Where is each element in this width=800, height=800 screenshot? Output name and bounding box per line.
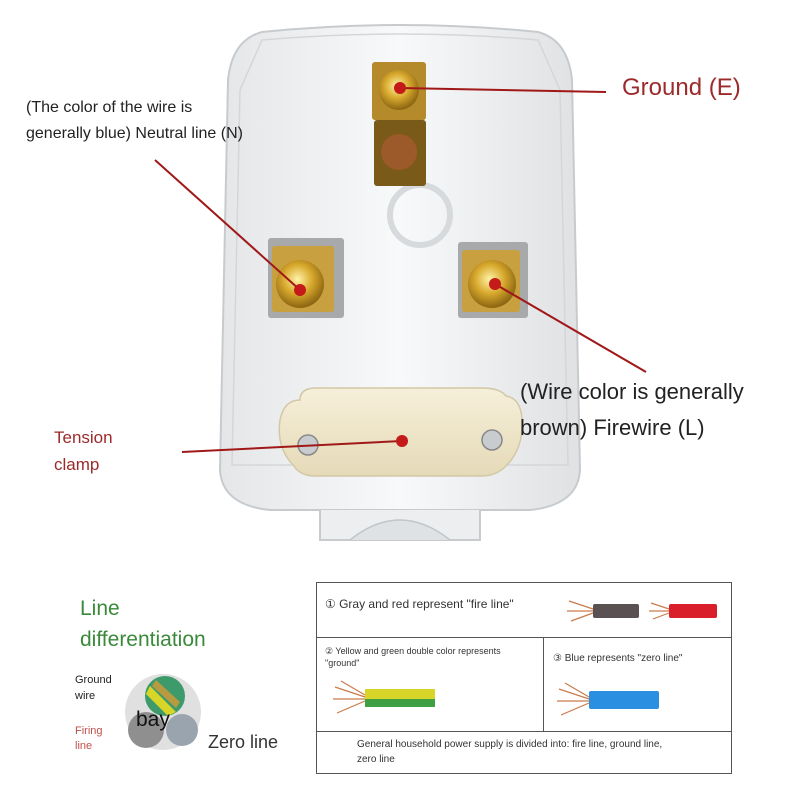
differentiation-title-line1: Line <box>80 597 120 620</box>
diff-firing-line1: Firing <box>75 725 103 737</box>
blue-wire-icon <box>555 679 665 723</box>
neutral-label-line2: generally blue) Neutral line (N) <box>26 125 243 142</box>
neutral-label: (The color of the wire is generally blue… <box>26 95 243 147</box>
legend-fire-text: ① Gray and red represent "fire line" <box>325 597 514 611</box>
plug-photo <box>154 24 647 541</box>
diff-zero-label: Zero line <box>208 732 279 752</box>
yellow-green-wire-icon <box>331 677 441 721</box>
legend-ground-line2: "ground" <box>325 658 360 668</box>
diff-ground-line1: Ground <box>75 674 112 686</box>
differentiation-title: Line differentiation <box>80 593 206 655</box>
legend-ground-line1: ② Yellow and green double color represen… <box>325 646 501 656</box>
diff-center-text: bay <box>136 708 170 731</box>
legend-footer: General household power supply is divide… <box>357 737 662 767</box>
fire-label: (Wire color is generally brown) Firewire… <box>520 374 744 446</box>
wire-color-legend: ① Gray and red represent "fire line" ② Y… <box>316 582 732 774</box>
differentiation-title-line2: differentiation <box>80 628 206 651</box>
fire-label-line2: brown) Firewire (L) <box>520 415 705 440</box>
legend-ground-text: ② Yellow and green double color represen… <box>325 645 501 669</box>
clamp-label-line1: Tension <box>54 428 113 447</box>
legend-footer-line2: zero line <box>357 754 395 765</box>
diff-firing-label: Firing line <box>75 724 103 754</box>
gray-red-wire-icon <box>565 593 725 627</box>
legend-row-fire: ① Gray and red represent "fire line" <box>317 583 731 638</box>
clamp-label-line2: clamp <box>54 455 100 474</box>
legend-row-ground: ② Yellow and green double color represen… <box>317 637 544 732</box>
diff-ground-line2: wire <box>75 690 96 702</box>
legend-zero-text: ③ Blue represents "zero line" <box>553 653 683 664</box>
neutral-label-line1: (The color of the wire is <box>26 99 193 116</box>
ground-label: Ground (E) <box>622 74 741 101</box>
fire-label-line1: (Wire color is generally <box>520 379 744 404</box>
diff-firing-line2: line <box>75 740 93 752</box>
legend-footer-line1: General household power supply is divide… <box>357 739 663 750</box>
legend-row-zero: ③ Blue represents "zero line" <box>543 637 731 732</box>
wire-cross-section-icon <box>118 672 208 756</box>
diff-ground-label: Ground wire <box>75 672 112 704</box>
clamp-label: Tension clamp <box>54 424 113 478</box>
